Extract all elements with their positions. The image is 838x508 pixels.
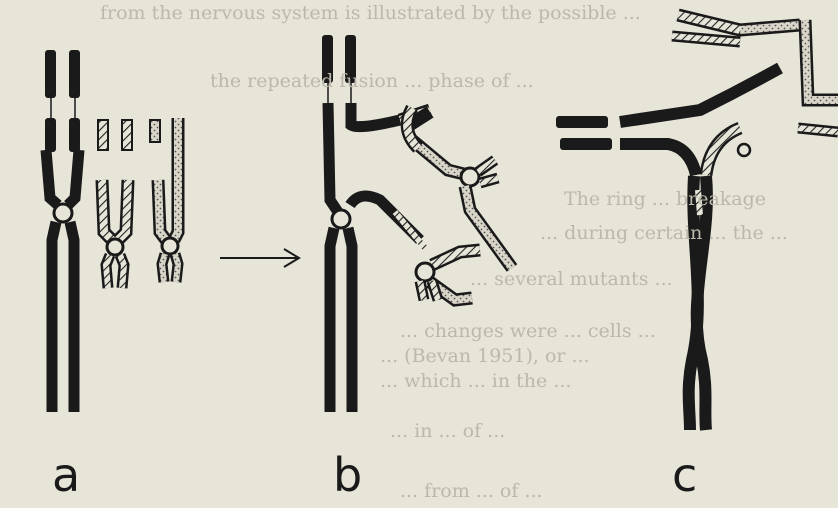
centromere-circle: [54, 204, 72, 222]
bleed-text-line: ... from ... of ...: [400, 480, 543, 502]
bleed-text-line: ... (Bevan 1951), or ...: [380, 345, 590, 367]
panel-label-a: a: [52, 452, 80, 498]
panel-a: [45, 50, 178, 412]
panel-label-b: b: [333, 452, 362, 498]
panel-a-arm: [45, 50, 56, 98]
bleed-text-line: ... which ... in the ...: [380, 370, 571, 392]
bleed-text-line: ... in ... of ...: [390, 420, 505, 442]
panel-a-arm: [69, 50, 80, 98]
bleed-text-line: ... changes were ... cells ...: [400, 320, 656, 342]
bleed-text-line: ... several mutants ...: [470, 268, 673, 290]
bleed-text-line: ... during certain ... the ...: [540, 222, 788, 244]
panel-label-c: c: [672, 452, 697, 498]
transition-arrow: [220, 249, 299, 267]
bleed-text-line: from the nervous system is illustrated b…: [100, 2, 641, 24]
bleed-text-line: the repeated fusion ... phase of ...: [210, 70, 534, 92]
bleed-text-line: The ring ... breakage: [564, 188, 766, 210]
